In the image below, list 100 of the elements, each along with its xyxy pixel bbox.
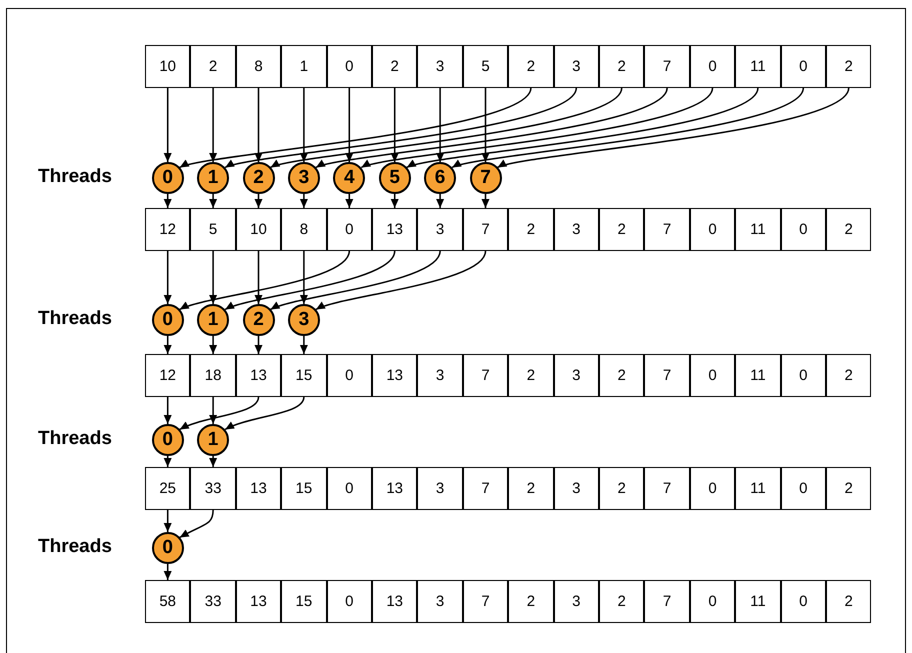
array-cell: 11 xyxy=(735,45,781,88)
arrow xyxy=(406,88,759,169)
arrow xyxy=(436,88,444,162)
thread-circle: 1 xyxy=(197,162,230,194)
array-cell: 3 xyxy=(554,208,599,251)
array-cell: 0 xyxy=(690,208,736,251)
arrow xyxy=(390,88,399,162)
array-cell: 3 xyxy=(417,354,463,397)
arrow xyxy=(254,88,262,162)
arrow xyxy=(316,250,486,310)
array-cell: 8 xyxy=(281,208,327,251)
arrow xyxy=(179,396,260,430)
array-cell: 13 xyxy=(372,354,418,397)
arrow xyxy=(224,88,577,169)
array-cell: 3 xyxy=(554,467,599,510)
array-cell: 11 xyxy=(735,580,781,623)
array-cell: 7 xyxy=(462,208,508,251)
array-cell: 25 xyxy=(145,467,190,510)
arrow xyxy=(300,251,308,304)
thread-circle: 1 xyxy=(197,424,230,456)
arrow xyxy=(164,510,172,532)
array-cell: 13 xyxy=(372,208,418,251)
array-cell: 2 xyxy=(826,580,872,623)
arrow xyxy=(164,397,172,424)
array-cell: 2 xyxy=(508,467,554,510)
thread-circle: 2 xyxy=(242,162,274,194)
array-cell: 3 xyxy=(417,580,463,623)
thread-circle: 0 xyxy=(152,424,184,456)
arrow xyxy=(179,88,532,169)
array-cell: 2 xyxy=(508,580,554,623)
array-cell: 0 xyxy=(326,45,372,88)
arrow xyxy=(179,510,214,538)
arrow xyxy=(345,194,354,208)
array-cell: 2 xyxy=(508,354,554,397)
row-label: Threads xyxy=(38,166,112,188)
thread-circle: 0 xyxy=(152,304,184,336)
array-cell: 0 xyxy=(326,354,372,397)
array-cell: 33 xyxy=(190,580,236,623)
array-cell: 10 xyxy=(145,45,190,88)
array-cell: 11 xyxy=(735,467,781,510)
arrow xyxy=(209,397,218,424)
array-cell: 15 xyxy=(281,354,327,397)
thread-circle: 0 xyxy=(152,532,184,564)
arrow xyxy=(209,336,218,354)
array-cell: 7 xyxy=(462,354,508,397)
arrow xyxy=(482,194,490,208)
thread-circle: 1 xyxy=(197,304,230,336)
array-cell: 7 xyxy=(462,580,508,623)
array-cell: 0 xyxy=(690,467,736,510)
array-cell: 0 xyxy=(326,208,372,251)
array-cell: 3 xyxy=(554,354,599,397)
arrow xyxy=(164,456,172,467)
array-cell: 2 xyxy=(599,208,644,251)
array-cell: 0 xyxy=(690,354,736,397)
array-cell: 7 xyxy=(644,580,690,623)
thread-circle: 3 xyxy=(288,162,320,194)
arrow xyxy=(254,194,262,208)
array-cell: 3 xyxy=(554,45,599,88)
array-cell: 2 xyxy=(826,45,872,88)
array-cell: 15 xyxy=(281,467,327,510)
array-cell: 2 xyxy=(508,208,554,251)
arrow xyxy=(209,456,218,467)
array-cell: 0 xyxy=(326,467,372,510)
array-cell: 2 xyxy=(599,354,644,397)
arrow xyxy=(300,336,308,354)
array-cell: 15 xyxy=(281,580,327,623)
arrow xyxy=(254,336,262,354)
arrow xyxy=(482,88,490,162)
array-cell: 7 xyxy=(644,45,690,88)
arrow xyxy=(300,88,308,162)
array-cell: 0 xyxy=(690,580,736,623)
array-cell: 8 xyxy=(236,45,282,88)
array-cell: 2 xyxy=(190,45,236,88)
thread-circle: 4 xyxy=(333,162,366,194)
array-cell: 13 xyxy=(236,467,282,510)
array-cell: 10 xyxy=(236,208,282,251)
arrow xyxy=(270,250,441,310)
array-cell: 2 xyxy=(826,467,872,510)
array-cell: 2 xyxy=(826,208,872,251)
array-cell: 0 xyxy=(780,45,826,88)
arrow xyxy=(224,250,396,310)
array-cell: 0 xyxy=(780,580,826,623)
arrow xyxy=(300,194,308,208)
row-label: Threads xyxy=(38,428,112,450)
arrow xyxy=(164,564,172,580)
array-cell: 2 xyxy=(372,45,418,88)
arrow xyxy=(390,194,399,208)
arrow xyxy=(254,251,262,304)
array-cell: 12 xyxy=(145,354,190,397)
arrow xyxy=(345,88,354,162)
row-label: Threads xyxy=(38,536,112,558)
arrow xyxy=(497,88,850,169)
array-cell: 33 xyxy=(190,467,236,510)
array-cell: 58 xyxy=(145,580,190,623)
arrow xyxy=(316,88,668,169)
array-cell: 13 xyxy=(236,354,282,397)
row-label: Threads xyxy=(38,308,112,330)
thread-circle: 6 xyxy=(424,162,456,194)
thread-circle: 3 xyxy=(288,304,320,336)
thread-circle: 7 xyxy=(470,162,502,194)
